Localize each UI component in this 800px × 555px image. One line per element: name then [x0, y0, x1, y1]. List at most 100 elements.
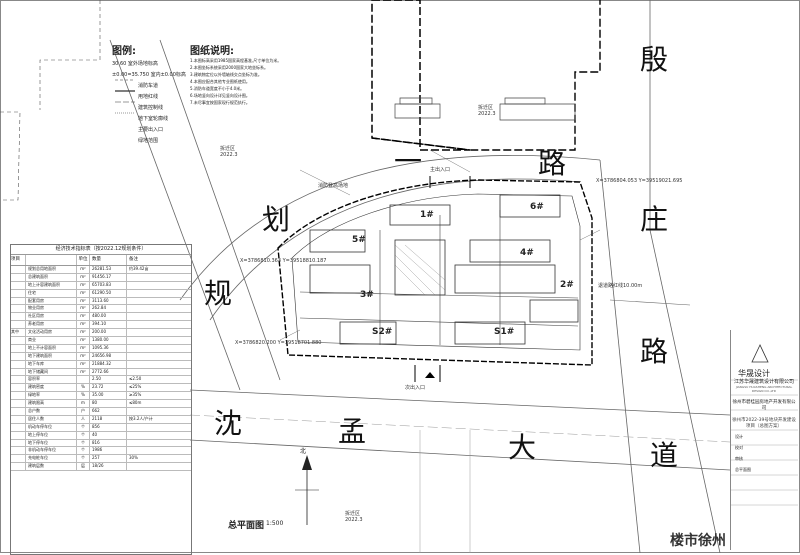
table-cell: 配套用房 [26, 297, 77, 305]
table-cell: m² [77, 289, 90, 297]
table-cell: 地上不计容面积 [26, 344, 77, 352]
entrance-label: 次出入口 [405, 385, 426, 391]
legend-item: 地下室轮廓线 [138, 116, 169, 122]
table-cell: m² [77, 313, 90, 321]
table-cell: 按3.2人/户计 [129, 415, 153, 421]
table-cell: 层 [77, 463, 90, 471]
table-cell [127, 369, 191, 376]
table-cell: 文化活动用房 [26, 329, 77, 337]
district-label: 拆迁区 [220, 146, 236, 152]
table-cell [11, 321, 26, 329]
note-line: 3.建筑物定位以外墙轴线交点坐标为准。 [190, 72, 262, 77]
table-title: 经济技术指标表（按2022.12规划条件） [11, 245, 191, 255]
table-cell: 262.84 [90, 305, 127, 313]
table-cell [127, 345, 191, 352]
table-header-row: 项目 单位 数量 备注 [11, 255, 191, 266]
table-cell [11, 408, 26, 415]
block-label: 1# [420, 210, 434, 220]
table-cell: 地下车库 [26, 360, 77, 368]
table-cell: 61290.50 [90, 289, 127, 297]
table-row: 绿地率%35.00≥35% [11, 392, 191, 401]
table-cell [11, 352, 26, 360]
table-cell: m [77, 400, 90, 408]
table-cell: ≤25% [129, 384, 142, 390]
entrance-label: 主出入口 [430, 167, 451, 173]
table-cell [11, 423, 26, 431]
setback-label: 退道路红线10.00m [598, 283, 643, 289]
designer-label: 设计 [735, 434, 743, 439]
sign-row: 设计 [731, 434, 797, 440]
table-cell: 地下停车位 [26, 439, 77, 447]
table-cell [11, 384, 26, 392]
table-cell: 其中 [11, 329, 26, 337]
table-cell [11, 415, 26, 423]
table-cell: 18/26 [90, 463, 127, 471]
table-cell: 地下储藏间 [26, 368, 77, 376]
table-cell: 规划总用地面积 [26, 266, 77, 273]
table-cell: 充电桩车位 [26, 455, 77, 463]
table-cell: 养老用房 [26, 321, 77, 329]
firm-name-en: JIANGSU HUASHENG ARCHITECTURAL DESIGN CO… [735, 385, 793, 393]
table-cell: 257 [90, 455, 127, 463]
table-cell [127, 298, 191, 305]
table-cell: m² [77, 360, 90, 368]
road-name-gui: 规 [204, 277, 233, 310]
table-cell [11, 447, 26, 455]
table-cell: 个 [77, 455, 90, 463]
table-cell: m² [77, 305, 90, 313]
sign-row: 总平面图 [731, 467, 797, 473]
table-cell: 地上计容建筑面积 [26, 281, 77, 289]
block-label: S1# [494, 327, 515, 337]
table-cell: 200.00 [90, 329, 127, 337]
note-line: 5.消防车道宽度不小于4.0米。 [190, 86, 245, 91]
block-label: 4# [520, 248, 534, 258]
note-line: 4.本图应配合其他专业图纸使用。 [190, 79, 250, 84]
table-header: 备注 [129, 257, 138, 262]
legend-item: 建筑控制线 [138, 105, 164, 111]
table-cell: m² [77, 344, 90, 352]
table-cell: ≤2.50 [129, 376, 142, 382]
note-line: 1.本图标高采用1985国家高程基准,尺寸单位为米。 [190, 58, 282, 63]
table-cell: 总户数 [26, 408, 77, 415]
notes-title: 图纸说明: [190, 46, 234, 57]
road-name-lu-east: 路 [640, 335, 669, 368]
table-cell [127, 282, 191, 289]
table-cell: ≥35% [129, 392, 142, 398]
table-cell: m² [77, 368, 90, 376]
table-cell: 480.00 [90, 313, 127, 321]
firm-name: 江苏华晟建筑设计有限公司 [733, 379, 794, 385]
table-cell: 394.10 [90, 321, 127, 329]
table-cell: 建筑限高 [26, 400, 77, 408]
table-cell [127, 361, 191, 368]
table-header: 单位 [77, 255, 90, 265]
table-header: 项目 [11, 255, 26, 265]
table-cell [11, 439, 26, 447]
road-name-yin: 殷 [640, 43, 669, 76]
table-cell [127, 305, 191, 312]
table-cell: 21884.32 [90, 360, 127, 368]
table-cell: 26281.53 [90, 266, 127, 273]
road-name-zhuang: 庄 [640, 203, 669, 236]
table-cell [127, 321, 191, 328]
coordinate-label: X=3786820.200 Y=39518701.880 [235, 340, 322, 346]
table-cell: 65703.83 [90, 281, 127, 289]
table-cell [127, 424, 191, 431]
project-name: 徐州市2022-39号地块开发建设项目（总图方案） [732, 418, 796, 429]
approver-label: 审核 [735, 456, 743, 461]
table-cell [127, 274, 191, 281]
legend-item: 绿地范围 [138, 138, 159, 144]
table-cell: 户 [77, 408, 90, 415]
table-cell: 居住人数 [26, 415, 77, 423]
table-cell [11, 297, 26, 305]
table-header [26, 255, 77, 265]
table-cell: 91456.17 [90, 273, 127, 281]
